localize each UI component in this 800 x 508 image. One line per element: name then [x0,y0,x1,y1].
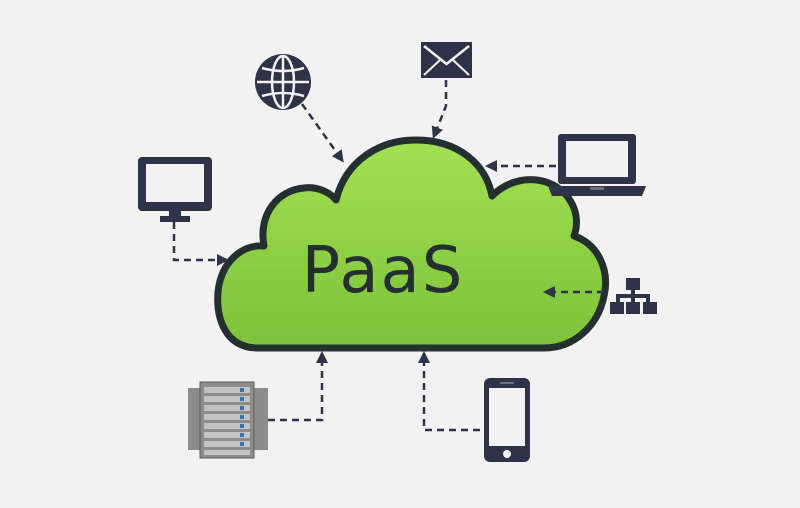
edge-mail [431,80,448,139]
cloud-shape [214,136,609,352]
cloud: PaaS [214,136,609,352]
edge-globe [300,103,344,163]
laptop-icon [548,134,646,196]
monitor-icon [138,157,212,222]
network-hierarchy-icon [610,278,657,314]
connectors [172,80,604,432]
globe-icon [255,54,311,110]
edge-phone [418,351,480,432]
edge-servers [268,351,328,422]
cloud-title: PaaS [302,234,465,308]
envelope-icon [421,42,472,78]
server-rack-icon [188,381,268,459]
smartphone-icon [484,378,530,462]
edge-desktop [172,222,229,266]
